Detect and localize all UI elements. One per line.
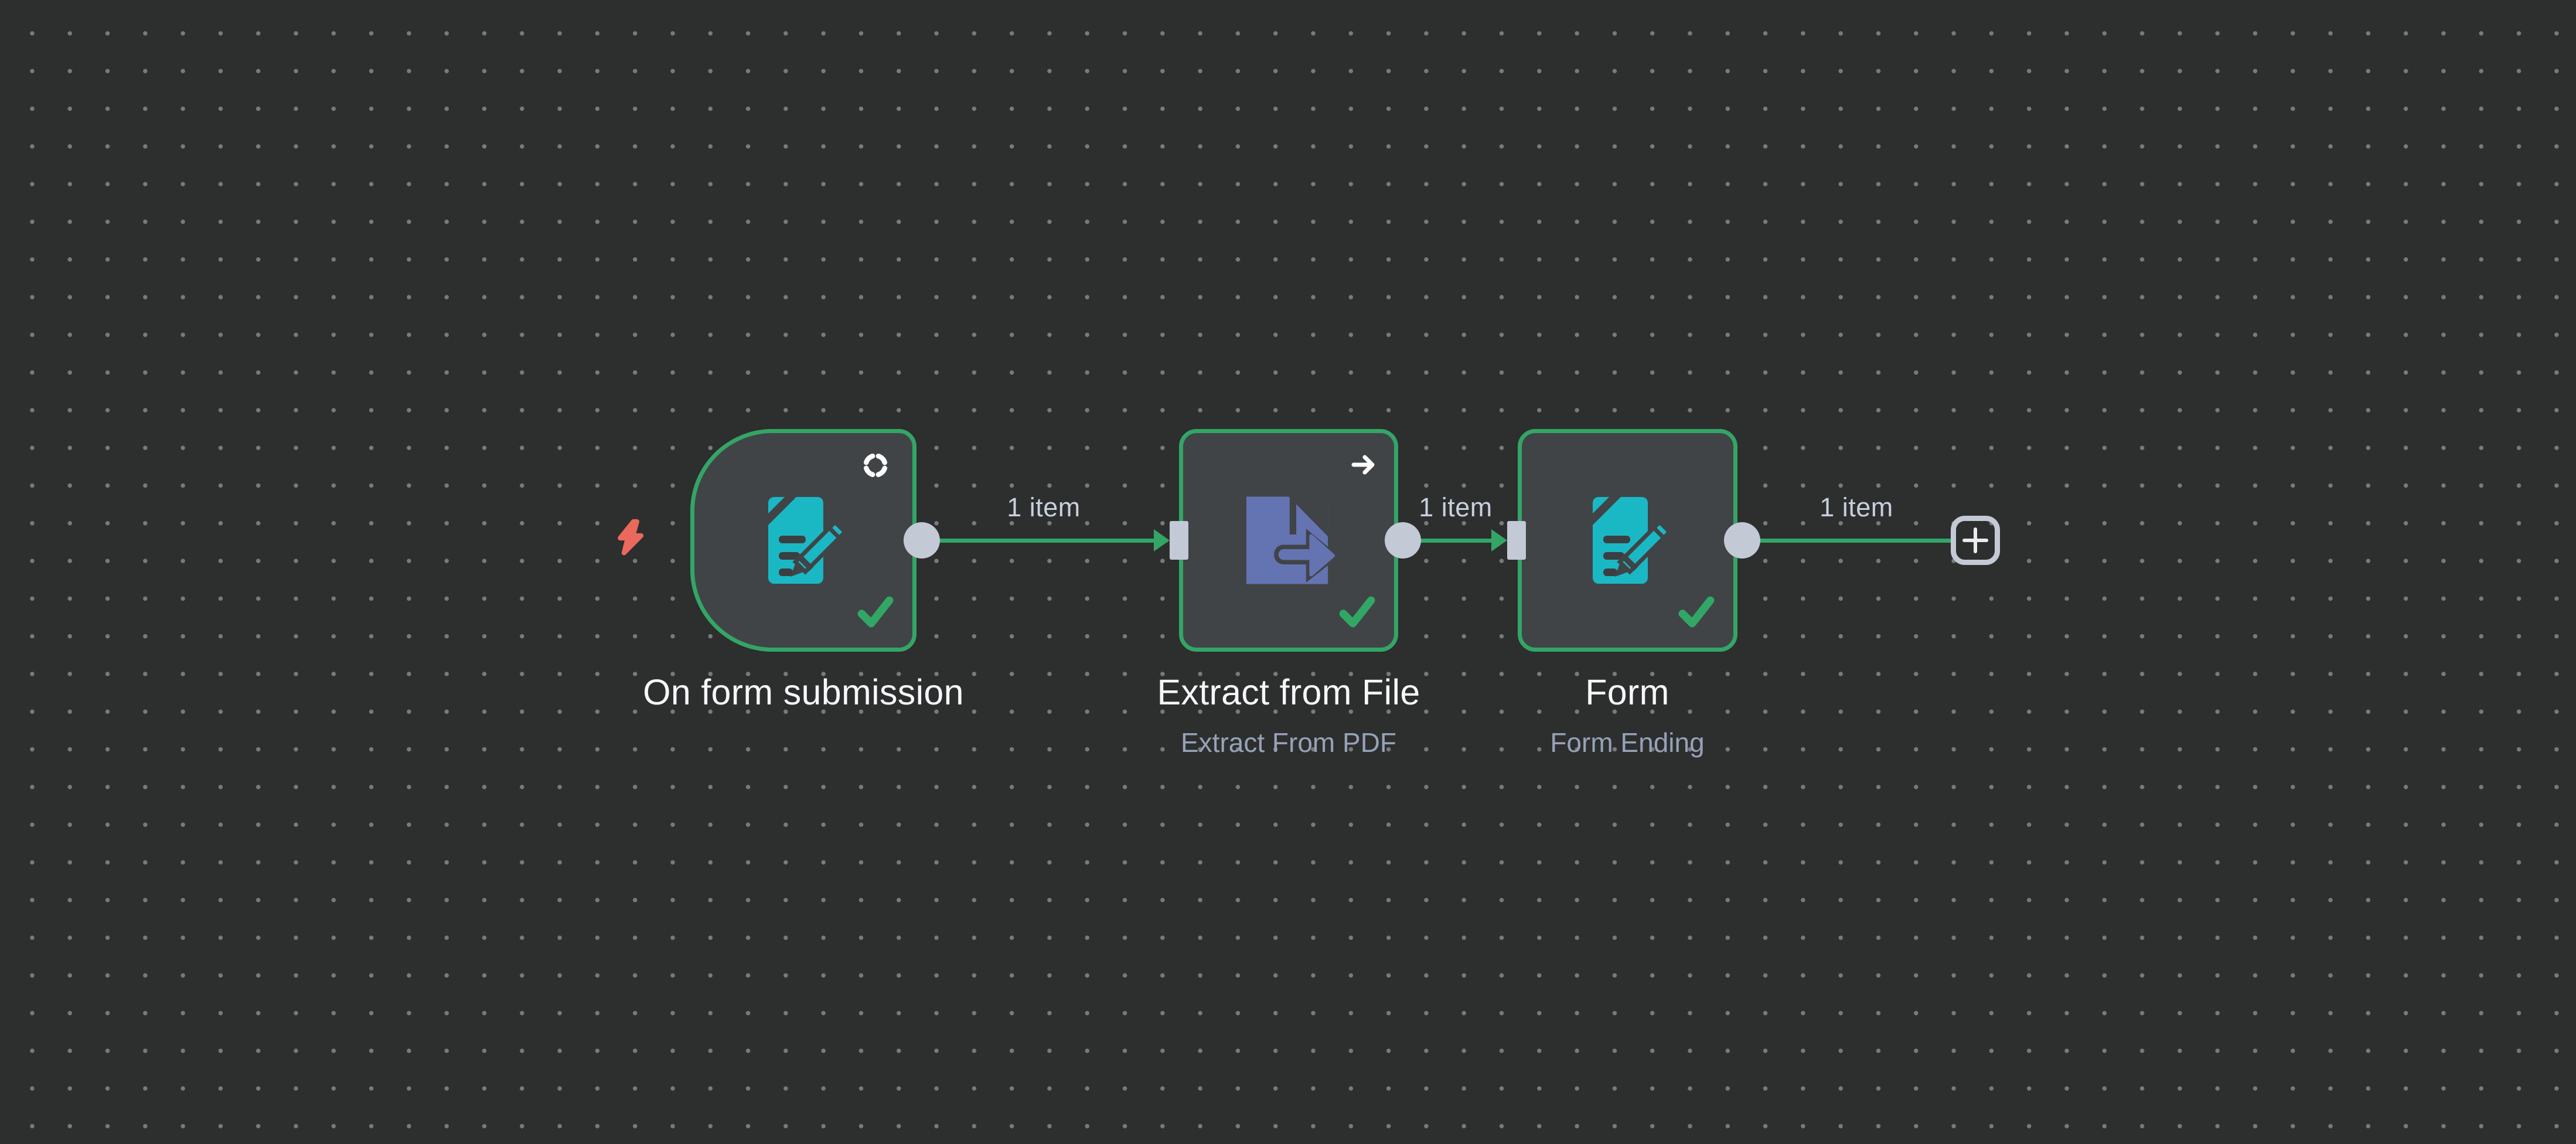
output-endpoint-on-form-submission[interactable] [904,522,940,559]
node-title-form: Form [1585,672,1669,712]
node-subtitle-extract-from-file: Extract From PDF [1180,727,1397,758]
success-check-icon [1677,593,1716,631]
add-node-button[interactable] [1951,516,2000,565]
connection-line-3[interactable] [1742,539,1953,543]
connection-label-3: 1 item [1819,492,1893,522]
connection-label-1: 1 item [1007,492,1081,522]
connection-line-1[interactable] [919,539,1167,543]
input-endpoint-form[interactable] [1507,521,1526,560]
plus-icon [1974,527,1977,553]
form-icon [1580,488,1675,587]
input-endpoint-extract-from-file[interactable] [1170,521,1188,560]
node-on-form-submission[interactable] [690,429,916,652]
node-subtitle-form: Form Ending [1550,727,1705,758]
success-check-icon [856,593,895,631]
output-endpoint-form[interactable] [1724,522,1760,559]
success-check-icon [1338,593,1376,631]
form-icon [756,488,850,587]
connection-line-2[interactable] [1401,539,1504,543]
node-title-on-form-submission: On form submission [643,672,964,712]
node-form[interactable] [1518,429,1737,652]
arrow-right-icon [1350,451,1378,479]
connection-label-2: 1 item [1419,492,1493,522]
node-extract-from-file[interactable] [1179,429,1398,652]
connection-arrowhead-2 [1491,529,1507,551]
file-export-icon [1239,492,1340,588]
output-endpoint-extract-from-file[interactable] [1385,522,1421,559]
lightning-bolt-icon [612,517,650,558]
connection-arrowhead-1 [1154,529,1170,551]
node-title-extract-from-file: Extract from File [1157,672,1420,712]
dashed-circle-icon [861,451,890,479]
